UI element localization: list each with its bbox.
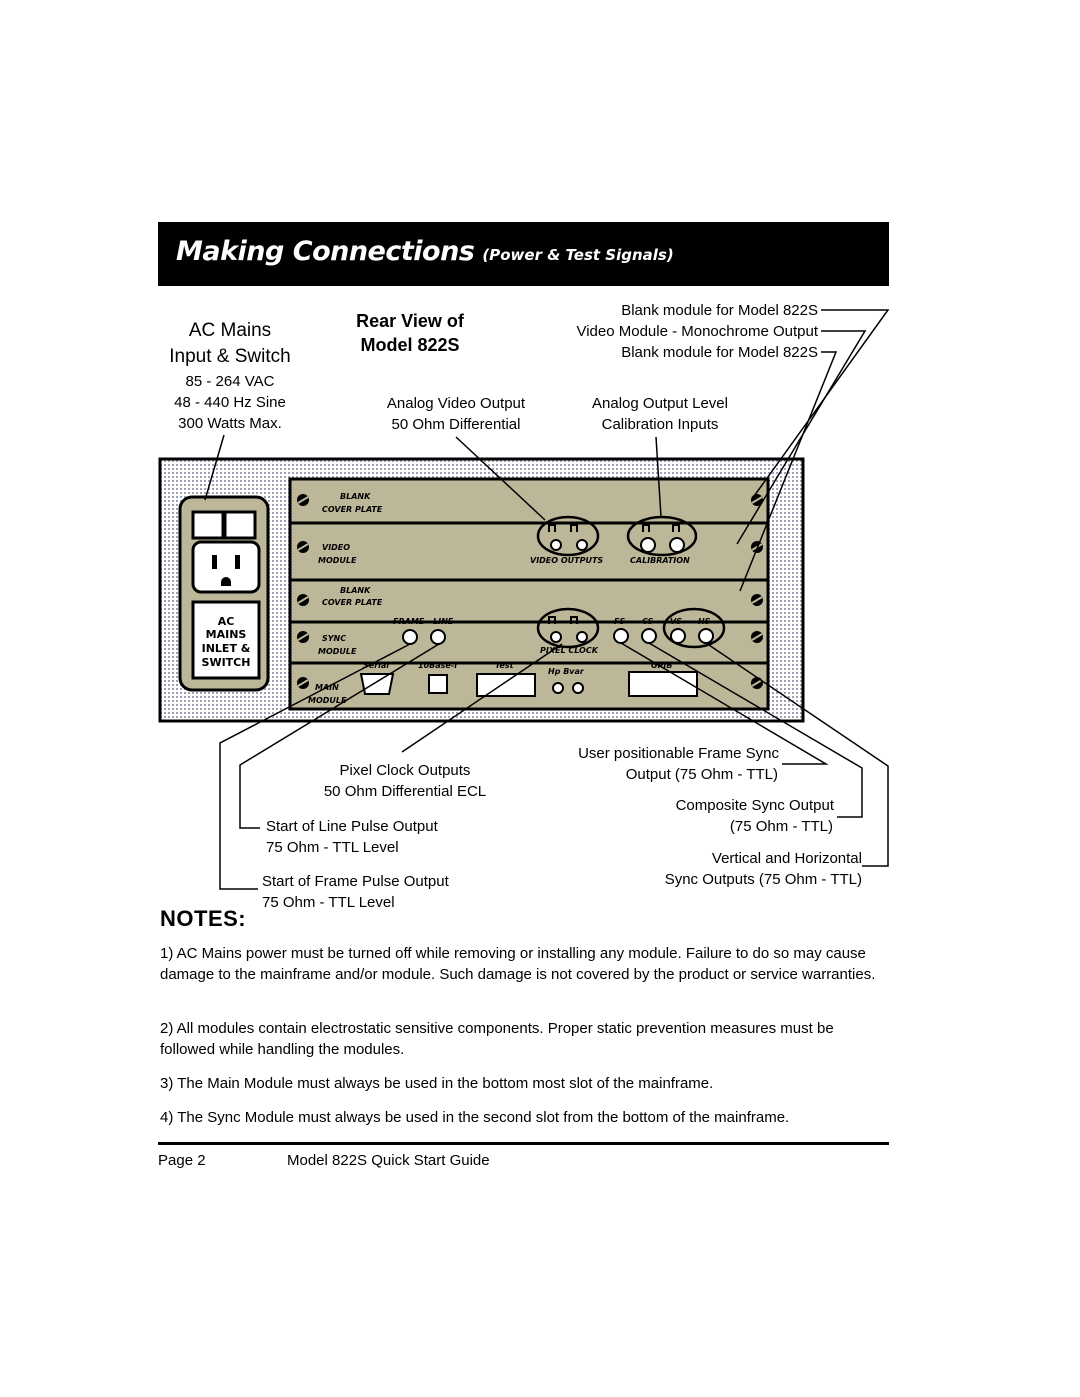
analog-video-sublabel: 50 Ohm Differential [391,416,521,433]
power-switch-right-icon [223,510,257,540]
banner-subtitle: (Power & Test Signals) [482,246,674,264]
slot-video-module [288,521,770,582]
vh-sync-sublabel: Sync Outputs (75 Ohm - TTL) [664,871,862,888]
slot4-fs-label: FS [614,617,625,626]
slot4-frame-label: FRAME [393,617,425,626]
calibration-connectors [626,515,698,557]
leader-lines [204,309,890,890]
note-1: 1) AC Mains power must be turned off whi… [160,945,876,983]
pixel-clock-label: Pixel Clock Outputs [339,762,471,779]
blank-middle-label: Blank module for Model 822S [621,344,818,361]
footer-page: Page 2 [158,1152,206,1169]
slot2-name: VIDEO [322,543,350,552]
vs-hs-group [662,607,726,649]
model-title: Model 822S [360,335,460,355]
ac-label-line2: MAINS [206,628,247,641]
ethernet-port-icon [428,674,448,694]
slot5-sub: MODULE [308,696,347,705]
gpib-port-icon [628,671,698,697]
section-banner: Making Connections (Power & Test Signals) [158,222,889,286]
pixel-clock-sublabel: 50 Ohm Differential ECL [323,783,487,800]
note-3: 3) The Main Module must always be used i… [160,1075,714,1092]
slot-blank-middle [288,578,770,624]
slot2-sub: MODULE [318,556,357,565]
frame-connector [402,629,418,645]
slot4-vs-label: VS [670,617,682,626]
slot4-sub: MODULE [318,647,357,656]
ac-inlet-block: AC MAINS INLET & SWITCH [178,495,270,692]
analog-video-label: Analog Video Output [386,395,526,412]
notes-heading: NOTES: [160,906,247,931]
frequency-spec: 48 - 440 Hz Sine [174,394,286,411]
frame-sync-sublabel: Output (75 Ohm - TTL) [625,766,778,783]
video-module-label: Video Module - Monochrome Output [576,323,818,340]
slot5-serial-label: Serial [363,661,389,670]
slot4-pixel-clock-label: PIXEL CLOCK [540,646,599,655]
vs-connector [670,628,686,644]
slot-sync-module [288,620,770,665]
banner-title: Making Connections [176,236,475,267]
slot-blank-top [288,477,770,525]
rear-panel-diagram: AC MAINS INLET & SWITCH BLANK COVER [158,309,890,890]
slot2-outputs-label: VIDEO OUTPUTS [530,556,603,565]
voltage-spec: 85 - 264 VAC [185,373,275,390]
analog-level-label: Analog Output Level [592,395,728,412]
ac-label-line1: AC [218,615,235,628]
start-of-line-label: Start of Line Pulse Output [266,818,438,835]
start-of-line-sublabel: 75 Ohm - TTL Level [266,839,399,856]
note-4: 4) The Sync Module must always be used i… [160,1109,790,1126]
slot1-name: BLANK [340,492,371,501]
video-output-connectors [536,515,600,557]
serial-port-icon [359,673,395,695]
slot4-line-label: LINE [433,617,454,626]
vh-sync-label: Vertical and Horizontal [711,850,862,867]
pixel-clock-connectors [536,607,600,649]
cs-connector [641,628,657,644]
power-spec: 300 Watts Max. [178,415,282,432]
slot3-sub: COVER PLATE [322,598,383,607]
hv-connector-right [572,682,584,694]
slot5-hv-label: Hp Bvar [548,667,585,676]
power-switch-left-icon [191,510,225,540]
slot4-hs-label: HS [698,617,711,626]
ac-mains-title: AC Mains [188,320,272,341]
ac-label-line4: SWITCH [202,656,251,669]
ac-label-line3: INLET & [202,642,251,655]
slot2-calibration-label: CALIBRATION [630,556,690,565]
start-of-frame-label: Start of Frame Pulse Output [262,873,449,890]
note-2: 2) All modules contain electrostatic sen… [160,1020,834,1058]
composite-sync-sublabel: (75 Ohm - TTL) [729,818,833,835]
input-switch-title: Input & Switch [169,346,291,367]
analog-level-sublabel: Calibration Inputs [601,416,719,433]
slot4-cs-label: CS [642,617,654,626]
slot5-test-label: Test [495,661,515,670]
power-outlet-icon [191,540,261,594]
frame-sync-label: User positionable Frame Sync [578,745,779,762]
rear-view-title: Rear View of [356,311,464,331]
footer-guide-title: Model 822S Quick Start Guide [287,1152,490,1169]
hv-connector-left [552,682,564,694]
blank-top-label: Blank module for Model 822S [621,302,818,319]
slot4-name: SYNC [322,634,346,643]
slot5-10base-label: 10Base-T [418,661,459,670]
slot5-gpib-label: GPIB [651,661,673,670]
composite-sync-label: Composite Sync Output [675,797,834,814]
fs-connector [613,628,629,644]
test-port-icon [476,673,536,697]
start-of-frame-sublabel: 75 Ohm - TTL Level [262,894,395,911]
slot1-sub: COVER PLATE [322,505,383,514]
line-connector [430,629,446,645]
hs-connector [698,628,714,644]
slot3-name: BLANK [340,586,371,595]
footer-rule [158,1142,889,1145]
